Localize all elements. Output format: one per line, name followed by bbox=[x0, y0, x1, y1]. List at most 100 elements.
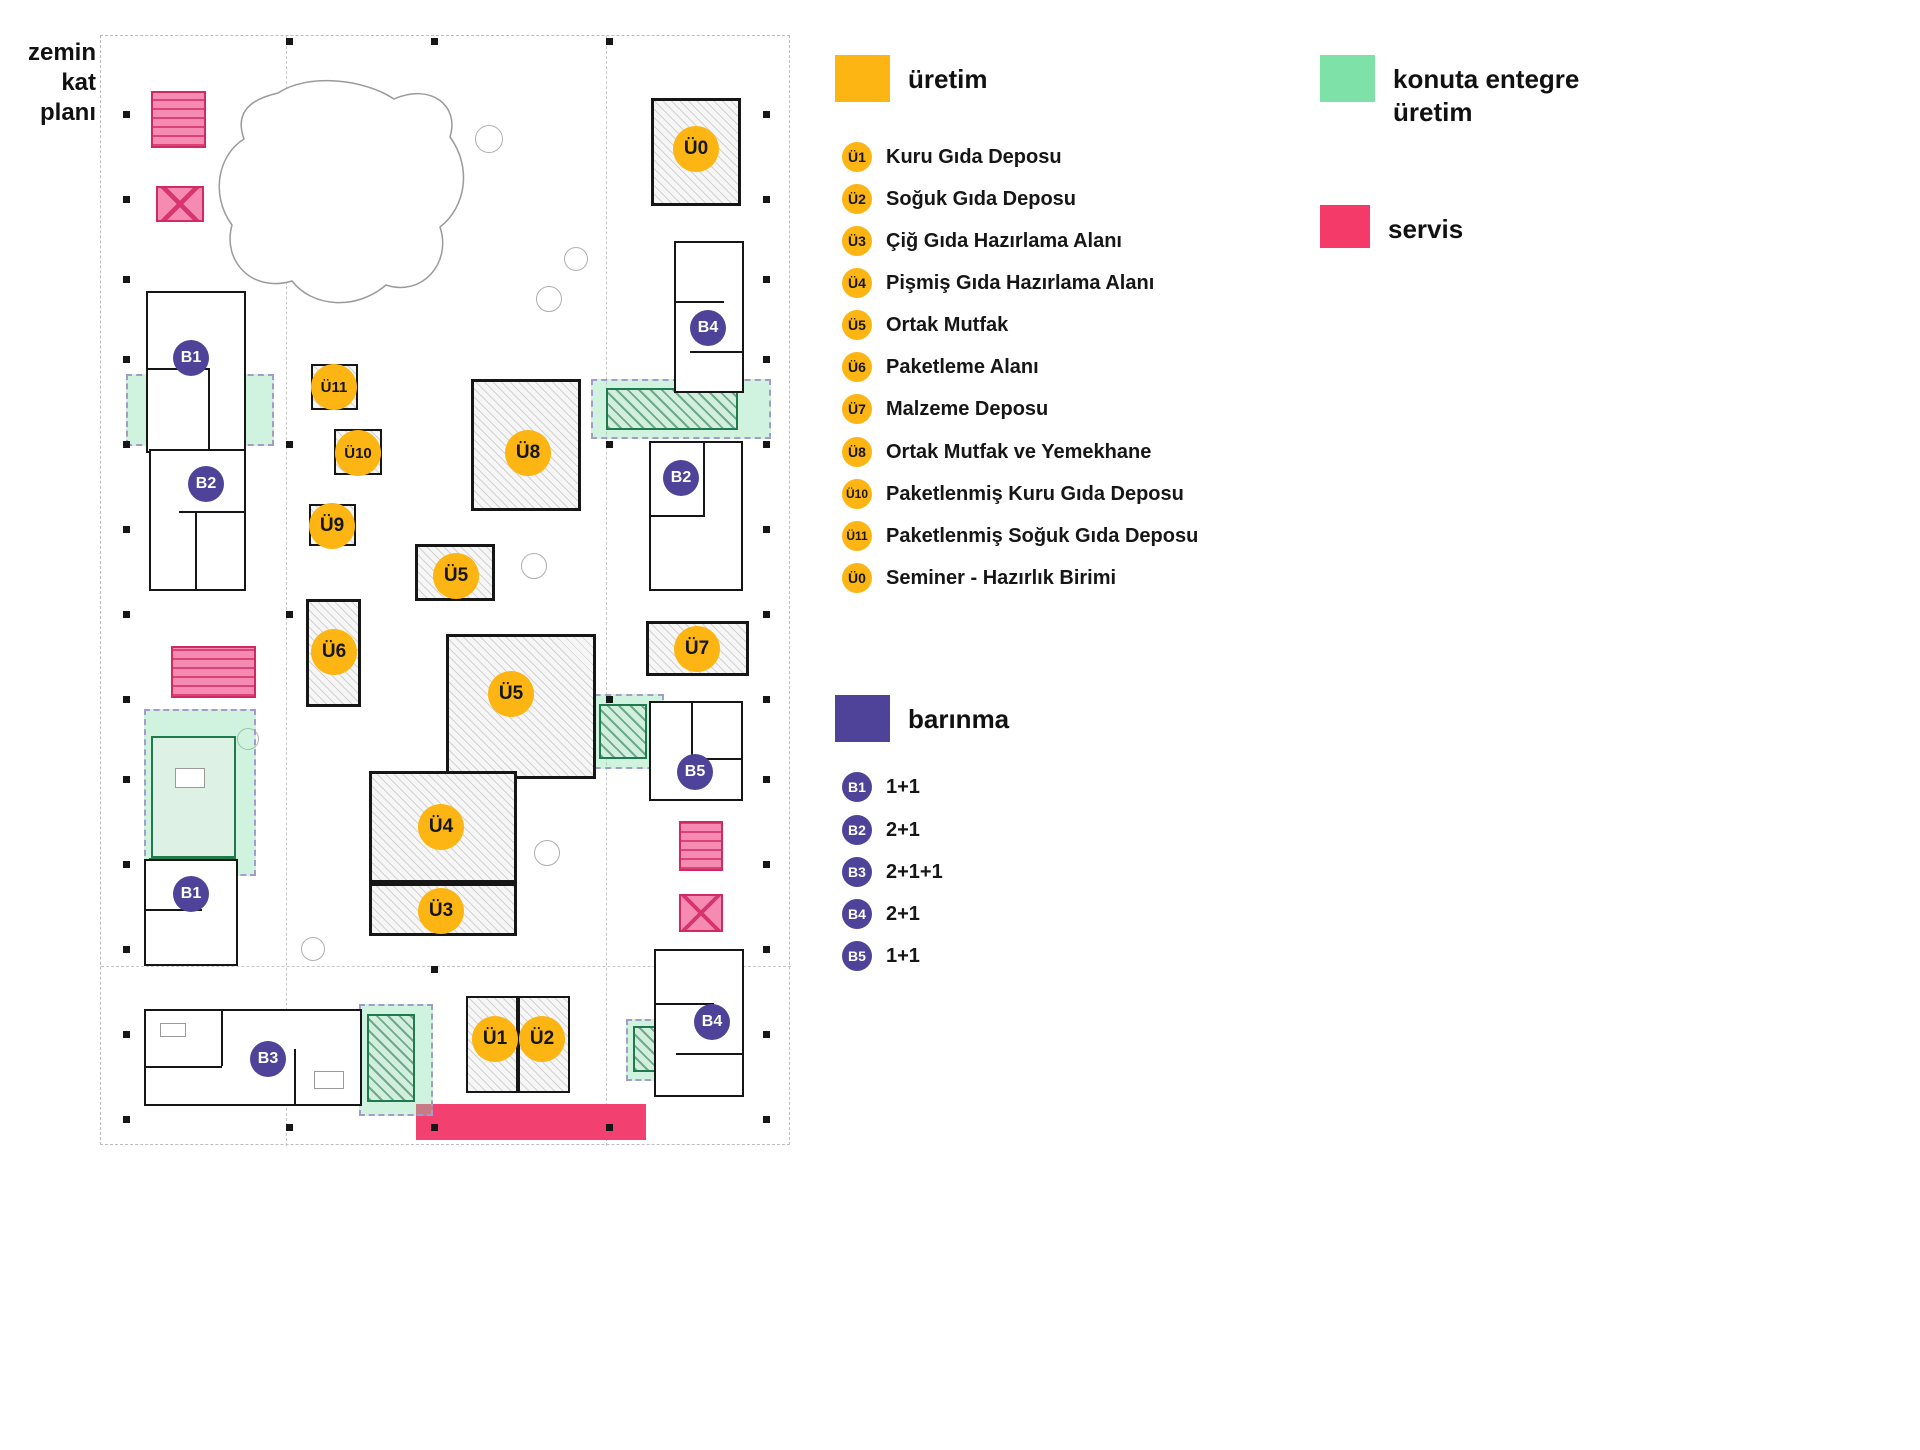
b2-badge: B2 bbox=[842, 815, 872, 845]
legend-item-u8: Ü8 Ortak Mutfak ve Yemekhane bbox=[842, 437, 1151, 467]
plan-marker-u1: Ü1 bbox=[472, 1016, 518, 1062]
column-dot bbox=[763, 1031, 770, 1038]
plan-marker-u8: Ü8 bbox=[505, 430, 551, 476]
column-dot bbox=[606, 38, 613, 45]
integrated-production-room bbox=[599, 704, 647, 759]
column-dot bbox=[123, 946, 130, 953]
b1-badge: B1 bbox=[842, 772, 872, 802]
u1-label: Kuru Gıda Deposu bbox=[886, 145, 1062, 168]
plan-marker-b5: B5 bbox=[677, 754, 713, 790]
column-dot bbox=[123, 1031, 130, 1038]
legend: üretim konuta entegre üretim servis Ü1 K… bbox=[830, 40, 1920, 1440]
column-dot bbox=[123, 441, 130, 448]
plan-marker-u7: Ü7 bbox=[674, 626, 720, 672]
column-dot bbox=[123, 1116, 130, 1123]
furniture-icon bbox=[314, 1071, 344, 1089]
service-elevator bbox=[679, 894, 723, 932]
column-dot bbox=[763, 276, 770, 283]
column-dot bbox=[763, 441, 770, 448]
column-dot bbox=[763, 196, 770, 203]
legend-item-u7: Ü7 Malzeme Deposu bbox=[842, 394, 1048, 424]
column-dot bbox=[286, 441, 293, 448]
legend-barinma-header: barınma bbox=[835, 695, 1009, 742]
legend-item-b3: B3 2+1+1 bbox=[842, 857, 943, 887]
plan-marker-u0: Ü0 bbox=[673, 126, 719, 172]
legend-item-u0: Ü0 Seminer - Hazırlık Birimi bbox=[842, 563, 1116, 593]
legend-konut-header: konuta entegre üretim bbox=[1320, 55, 1628, 128]
b4-badge: B4 bbox=[842, 899, 872, 929]
plan-marker-u10: Ü10 bbox=[335, 430, 381, 476]
legend-item-b5: B5 1+1 bbox=[842, 941, 920, 971]
legend-item-u1: Ü1 Kuru Gıda Deposu bbox=[842, 142, 1062, 172]
plan-marker-b3: B3 bbox=[250, 1041, 286, 1077]
column-dot bbox=[123, 611, 130, 618]
grid-line bbox=[286, 36, 287, 1146]
u5-badge: Ü5 bbox=[842, 310, 872, 340]
legend-item-u2: Ü2 Soğuk Gıda Deposu bbox=[842, 184, 1076, 214]
legend-item-u5: Ü5 Ortak Mutfak bbox=[842, 310, 1008, 340]
plan-marker-u5-small: Ü5 bbox=[433, 553, 479, 599]
u1-badge: Ü1 bbox=[842, 142, 872, 172]
legend-item-u6: Ü6 Paketleme Alanı bbox=[842, 352, 1039, 382]
column-dot bbox=[606, 696, 613, 703]
u4-label: Pişmiş Gıda Hazırlama Alanı bbox=[886, 271, 1155, 294]
column-dot bbox=[606, 1124, 613, 1131]
legend-uretim-title: üretim bbox=[908, 64, 988, 94]
unit-b2-left bbox=[149, 449, 246, 591]
column-dot bbox=[123, 861, 130, 868]
column-dot bbox=[431, 966, 438, 973]
u2-badge: Ü2 bbox=[842, 184, 872, 214]
u0-badge: Ü0 bbox=[842, 563, 872, 593]
tree-icon bbox=[534, 840, 560, 866]
column-dot bbox=[763, 861, 770, 868]
service-stair bbox=[171, 646, 256, 698]
legend-item-u10: Ü10 Paketlenmiş Kuru Gıda Deposu bbox=[842, 479, 1184, 509]
service-elevator bbox=[156, 186, 204, 222]
u8-label: Ortak Mutfak ve Yemekhane bbox=[886, 440, 1152, 463]
legend-item-b4: B4 2+1 bbox=[842, 899, 920, 929]
plan-marker-b2-right: B2 bbox=[663, 460, 699, 496]
u7-badge: Ü7 bbox=[842, 394, 872, 424]
u11-badge: Ü11 bbox=[842, 521, 872, 551]
tree-icon bbox=[521, 553, 547, 579]
courtyard-blob bbox=[218, 79, 465, 304]
column-dot bbox=[763, 696, 770, 703]
plan-marker-b1-lower: B1 bbox=[173, 876, 209, 912]
integrated-production-room bbox=[367, 1014, 415, 1102]
column-dot bbox=[763, 356, 770, 363]
plan-marker-b2-left: B2 bbox=[188, 466, 224, 502]
column-dot bbox=[606, 441, 613, 448]
servis-color-swatch bbox=[1320, 205, 1370, 248]
u6-badge: Ü6 bbox=[842, 352, 872, 382]
column-dot bbox=[763, 946, 770, 953]
grid-line bbox=[606, 36, 607, 1146]
table-icon bbox=[175, 768, 205, 788]
legend-item-u11: Ü11 Paketlenmiş Soğuk Gıda Deposu bbox=[842, 521, 1198, 551]
floor-plan: Ü0 Ü11 Ü10 Ü8 Ü9 Ü5 Ü6 Ü7 Ü5 Ü4 Ü3 Ü1 Ü2… bbox=[100, 35, 791, 1146]
uretim-color-swatch bbox=[835, 55, 890, 102]
b5-badge: B5 bbox=[842, 941, 872, 971]
plan-marker-u5-large: Ü5 bbox=[488, 671, 534, 717]
column-dot bbox=[763, 1116, 770, 1123]
column-dot bbox=[123, 696, 130, 703]
b1-label: 1+1 bbox=[886, 775, 920, 798]
u4-badge: Ü4 bbox=[842, 268, 872, 298]
legend-barinma-title: barınma bbox=[908, 704, 1010, 734]
furniture-icon bbox=[160, 1023, 186, 1037]
column-dot bbox=[431, 1124, 438, 1131]
column-dot bbox=[123, 526, 130, 533]
legend-uretim-header: üretim bbox=[835, 55, 987, 102]
u6-label: Paketleme Alanı bbox=[886, 355, 1039, 378]
column-dot bbox=[431, 38, 438, 45]
column-dot bbox=[763, 611, 770, 618]
service-stair bbox=[679, 821, 723, 871]
column-dot bbox=[123, 111, 130, 118]
legend-item-b2: B2 2+1 bbox=[842, 815, 920, 845]
tree-icon bbox=[237, 728, 259, 750]
integrated-production-room bbox=[151, 736, 236, 858]
u3-label: Çiğ Gıda Hazırlama Alanı bbox=[886, 229, 1122, 252]
b2-label: 2+1 bbox=[886, 818, 920, 841]
legend-servis-header: servis bbox=[1320, 205, 1463, 248]
plan-marker-b4-top: B4 bbox=[690, 310, 726, 346]
u5-label: Ortak Mutfak bbox=[886, 313, 1009, 336]
